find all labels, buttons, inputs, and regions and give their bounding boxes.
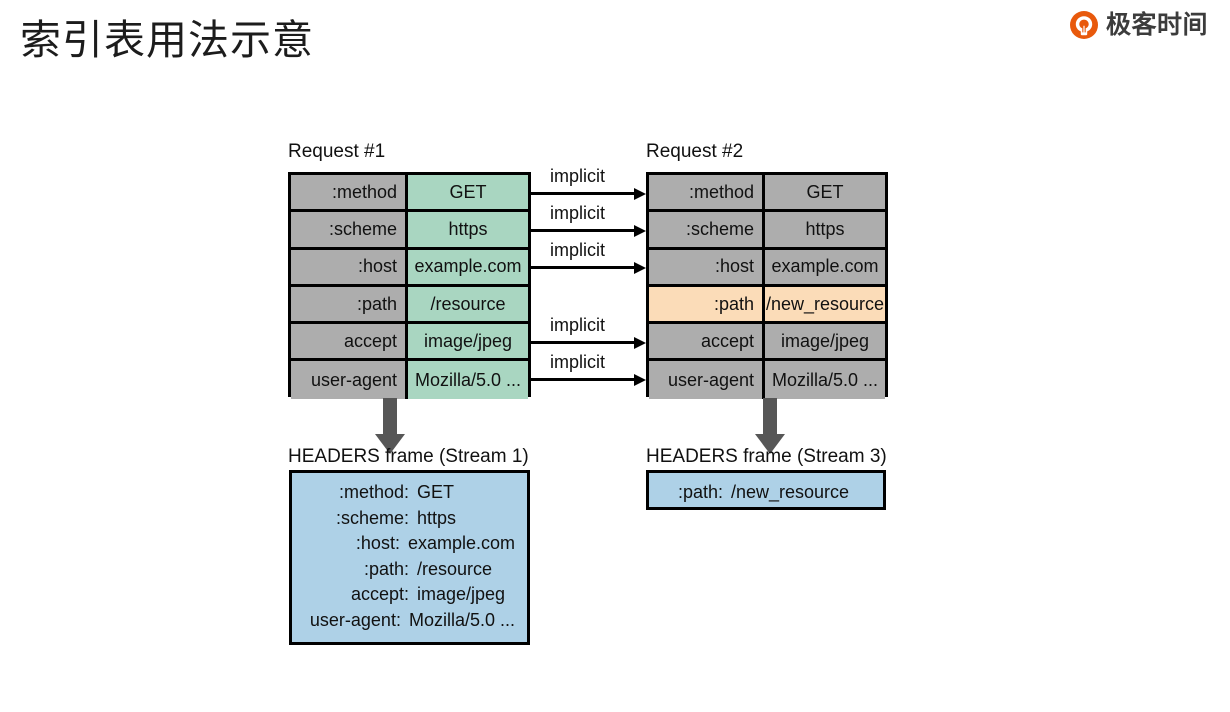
header-name-cell: accept [649, 324, 765, 359]
down-arrow-stream1-icon [375, 398, 405, 454]
frame-header-line: :path: /resource [304, 557, 515, 583]
implicit-label: implicit [550, 240, 606, 261]
header-value-cell: https [765, 212, 885, 247]
frame-header-name: :method: [338, 482, 409, 502]
frame-header-name: user-agent: [309, 609, 401, 630]
brand-logo: 极客时间 [1069, 8, 1208, 42]
header-name-cell: :host [291, 249, 408, 284]
header-value-cell: /new_resource [765, 286, 885, 322]
frame-header-line: :path: /new_resource [661, 480, 871, 506]
implicit-arrow-icon [531, 187, 646, 200]
implicit-label: implicit [550, 202, 606, 223]
header-name-cell: user-agent [649, 361, 765, 399]
header-value-cell: image/jpeg [408, 324, 528, 359]
implicit-label: implicit [550, 352, 606, 373]
implicit-arrow-icon [531, 224, 646, 237]
implicit-arrow-icon [531, 262, 646, 275]
frame-header-value: GET [417, 482, 455, 502]
frame-header-value: Mozilla/5.0 ... [408, 609, 515, 630]
header-value-cell: image/jpeg [765, 324, 885, 359]
frame1-caption: HEADERS frame (Stream 1) [288, 446, 529, 467]
header-name-cell: :method [649, 175, 765, 210]
frame-header-name: :host: [355, 533, 400, 553]
header-value-cell: Mozilla/5.0 ... [765, 361, 885, 399]
header-name-cell: :path [649, 286, 765, 322]
page-title: 索引表用法示意 [20, 17, 314, 63]
header-name-cell: :method [291, 175, 408, 210]
header-name-cell: :path [291, 286, 408, 322]
frame1-box: :method: GET :scheme: https :host: example.co… [289, 470, 530, 645]
header-value-cell: GET [765, 175, 885, 210]
header-name-cell: :scheme [649, 212, 765, 247]
frame-header-value: example.com [407, 533, 515, 553]
header-name-cell: user-agent [291, 361, 408, 399]
frame-header-line: :scheme: https [304, 506, 515, 532]
frame-header-name: :scheme: [335, 507, 409, 528]
table-row: :path/resource [291, 286, 528, 325]
header-value-cell: https [408, 212, 528, 247]
header-value-cell: GET [408, 175, 528, 210]
table-row: :path/new_resource [649, 286, 885, 325]
frame3-box: :path: /new_resource [646, 470, 886, 510]
brand-name: 极客时间 [1105, 11, 1208, 39]
header-value-cell: /resource [408, 286, 528, 322]
frame-header-value: /resource [417, 558, 493, 579]
implicit-arrow-icon [531, 374, 646, 387]
geektime-logo-icon [1069, 10, 1099, 40]
header-value-cell: example.com [765, 249, 885, 284]
frame-header-name: :path: [677, 482, 723, 502]
frame-header-line: user-agent: Mozilla/5.0 ... [304, 608, 515, 634]
frame3-caption: HEADERS frame (Stream 3) [646, 446, 887, 467]
implicit-label: implicit [550, 314, 606, 335]
frame-header-line: :host: example.com [304, 531, 515, 557]
header-value-cell: example.com [408, 249, 528, 284]
request1-title: Request #1 [288, 141, 386, 162]
frame-header-value: /new_resource [731, 482, 850, 502]
implicit-arrow-icon [531, 336, 646, 349]
request2-title: Request #2 [646, 141, 744, 162]
frame-header-line: accept: image/jpeg [304, 582, 515, 608]
frame-header-line: :method: GET [304, 480, 515, 506]
header-name-cell: :host [649, 249, 765, 284]
header-name-cell: :scheme [291, 212, 408, 247]
implicit-label: implicit [550, 165, 606, 186]
header-name-cell: accept [291, 324, 408, 359]
frame-header-value: https [417, 507, 457, 528]
down-arrow-stream3-icon [755, 398, 785, 454]
frame-header-value: image/jpeg [417, 584, 506, 604]
frame-header-name: accept: [350, 584, 409, 604]
header-value-cell: Mozilla/5.0 ... [408, 361, 528, 399]
frame-header-name: :path: [363, 558, 409, 579]
